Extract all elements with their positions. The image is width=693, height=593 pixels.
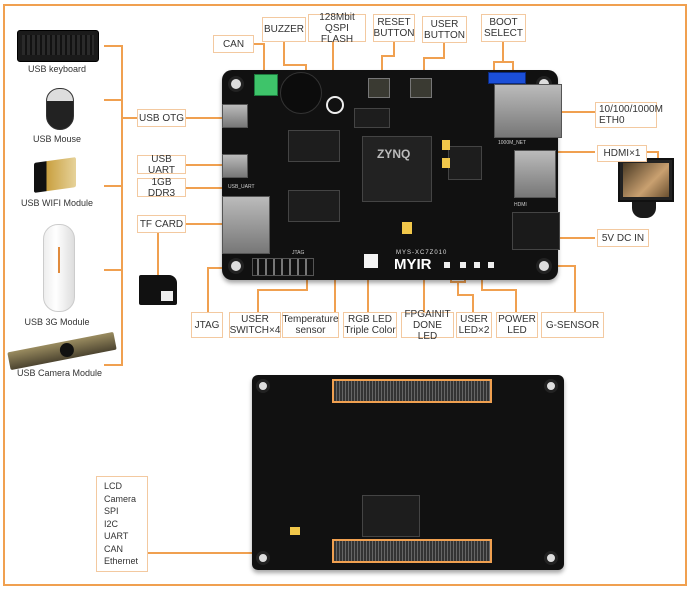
label-usb-otg: USB OTG — [137, 109, 186, 127]
user-led — [460, 262, 466, 268]
camera-caption: USB Camera Module — [16, 368, 103, 378]
label-ethernet: 10/100/1000M ETH0 — [595, 102, 663, 128]
wifi-caption: USB WIFI Module — [20, 198, 94, 208]
outer-frame — [3, 4, 687, 586]
capacitor — [290, 527, 300, 535]
usb-uart-port — [222, 154, 248, 178]
hdmi-port — [514, 150, 556, 198]
dc-jack — [512, 212, 560, 250]
monitor-stand — [632, 202, 656, 218]
ethernet-port — [494, 84, 562, 138]
3g-caption: USB 3G Module — [24, 317, 90, 327]
label-fpga-done-led: FPGAINIT DONE LED — [401, 309, 454, 342]
boot-select-jumpers[interactable] — [488, 72, 526, 84]
mount-hole — [544, 551, 558, 565]
label-can: CAN — [213, 35, 254, 53]
label-user-led: USER LED×2 — [456, 312, 492, 338]
label-user-switch: USER SWITCH×4 — [229, 312, 281, 338]
buzzer — [280, 72, 322, 114]
label-g-sensor: G-SENSOR — [541, 312, 604, 338]
label-jtag: JTAG — [191, 312, 223, 338]
jtag-silk: JTAG — [292, 250, 305, 256]
user-led — [474, 262, 480, 268]
mount-hole — [256, 379, 270, 393]
interface-item: Camera — [104, 493, 137, 504]
keyboard-icon — [17, 30, 99, 62]
model-silk: MYS-XC7Z010 — [396, 250, 448, 256]
can-line — [254, 43, 265, 80]
label-user-button: USER BUTTON — [422, 16, 467, 43]
usb-otg-port — [222, 104, 248, 128]
label-reset-button: RESET BUTTON — [373, 14, 415, 42]
user-button[interactable] — [410, 78, 432, 98]
interface-item: LCD — [104, 481, 123, 491]
mouse-icon — [46, 88, 74, 130]
hdmi-silk: HDMI — [514, 202, 527, 208]
label-temperature-sensor: Temperature sensor — [282, 312, 339, 338]
fpga-done-led — [444, 262, 450, 268]
fcc-mark — [326, 96, 344, 114]
chip — [448, 146, 482, 180]
interface-item: Ethernet — [104, 556, 139, 566]
interface-item: I2C — [104, 518, 119, 529]
ddr3-chip — [288, 190, 340, 222]
capacitor — [442, 158, 450, 168]
can-terminal — [254, 74, 278, 96]
rgb-led — [364, 254, 378, 268]
net-silk: 1000M_NET — [498, 140, 527, 146]
capacitor — [442, 140, 450, 150]
capacitor — [402, 222, 412, 234]
usb-bus-line — [104, 45, 123, 366]
label-power-led: POWER LED — [496, 312, 538, 338]
reset-button[interactable] — [368, 78, 390, 98]
mount-hole — [544, 379, 558, 393]
ddr3-chip — [288, 130, 340, 162]
power-led — [488, 262, 494, 268]
usb-3g-dongle-icon — [43, 224, 75, 312]
label-dc-in: 5V DC IN — [597, 229, 649, 247]
boot-line — [493, 40, 514, 72]
uart-silk: USB_UART — [228, 184, 255, 190]
mount-hole — [536, 258, 552, 274]
chip — [362, 495, 420, 537]
usb-wifi-icon — [34, 157, 76, 193]
qspi-flash-chip — [354, 108, 390, 128]
back-interface-list: LCD Camera SPI I2C UART CAN Ethernet — [96, 476, 148, 572]
soc-label: ZYNQ — [377, 147, 411, 161]
monitor-icon — [618, 158, 674, 202]
board-to-board-connector-top — [332, 379, 492, 403]
interface-item: SPI — [104, 506, 119, 516]
board-to-board-connector-bottom — [332, 539, 492, 563]
label-boot-select: BOOT SELECT — [481, 14, 526, 42]
interface-item: CAN — [104, 543, 124, 554]
mouse-caption: USB Mouse — [32, 134, 82, 144]
myir-logo: MYIR — [394, 256, 432, 273]
label-rgb-led: RGB LED Triple Color — [343, 312, 397, 338]
zynq-soc: ZYNQ — [362, 136, 432, 202]
label-tf-card: TF CARD — [137, 215, 186, 233]
jtag-header — [252, 258, 314, 276]
keyboard-caption: USB keyboard — [27, 64, 87, 74]
tf-card-slot — [222, 196, 270, 254]
interface-item: UART — [104, 531, 129, 541]
label-qspi-flash: 128Mbit QSPI FLASH — [308, 12, 366, 45]
label-usb-uart: USB UART — [137, 154, 186, 176]
board-front: USB_UART ZYNQ 1000M_NET HDMI JTAG MYS-XC… — [222, 70, 562, 280]
mount-hole — [228, 258, 244, 274]
mount-hole — [256, 551, 270, 565]
tf-card-icon — [139, 275, 177, 305]
label-hdmi: HDMI×1 — [597, 145, 647, 162]
mount-hole — [228, 76, 244, 92]
label-buzzer: BUZZER — [262, 17, 306, 42]
board-back — [252, 375, 564, 570]
label-ddr3: 1GB DDR3 — [137, 177, 186, 199]
